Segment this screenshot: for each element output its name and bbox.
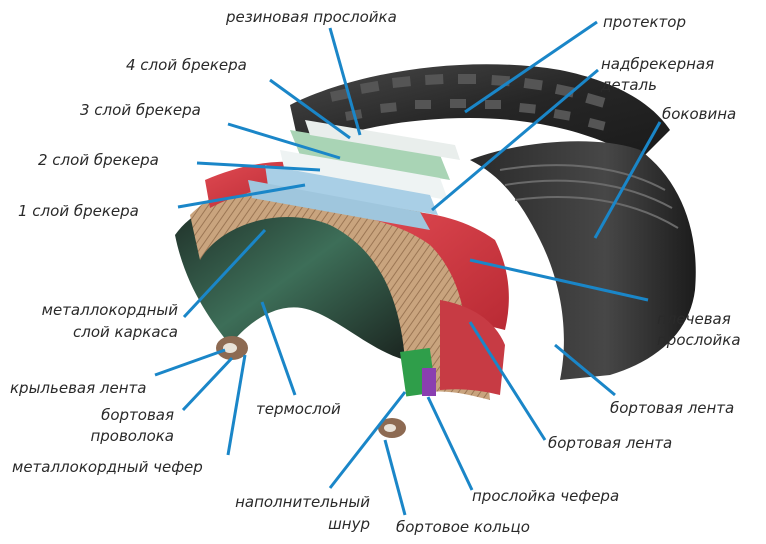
label-breaker-1: 1 слой брекера	[18, 201, 139, 221]
label-metal-cord-2: слой каркаса	[10, 322, 178, 342]
label-bead-wire-1: бортовая	[10, 405, 174, 425]
bead-ring-right-core	[384, 424, 396, 432]
label-breaker-3: 3 слой брекера	[80, 100, 201, 120]
label-wing-tape: крыльевая лента	[10, 378, 146, 398]
label-metal-chafer: металлокордный чефер	[12, 457, 203, 477]
leader-metal-chafer	[228, 355, 245, 455]
label-filler-cord-1: наполнительный	[200, 492, 370, 512]
leader-thermal-layer	[262, 302, 295, 395]
chafer-interlayer	[422, 368, 436, 396]
label-breaker-4: 4 слой брекера	[126, 55, 247, 75]
label-chafer-interlayer: прослойка чефера	[472, 486, 619, 506]
label-rubber-interlayer: резиновая прослойка	[226, 7, 397, 27]
label-shoulder-1: плечевая	[657, 309, 731, 329]
label-bead-tape-inner: бортовая лента	[548, 433, 672, 453]
label-above-breaker-1: надбрекерная	[601, 54, 714, 74]
label-above-breaker-2: деталь	[601, 75, 657, 95]
label-bead-tape-outer: бортовая лента	[610, 398, 734, 418]
label-filler-cord-2: шнур	[200, 514, 370, 534]
leader-wing-tape	[155, 350, 225, 375]
label-breaker-2: 2 слой брекера	[38, 150, 159, 170]
label-protector: протектор	[603, 12, 686, 32]
label-metal-cord-1: металлокордный	[10, 300, 178, 320]
label-bead-wire-2: проволока	[10, 426, 174, 446]
leader-bead-ring	[385, 440, 405, 515]
label-bead-ring: бортовое кольцо	[396, 517, 530, 537]
label-sidewall: боковина	[662, 104, 736, 124]
label-shoulder-2: прослойка	[657, 330, 741, 350]
leader-bead-wire	[183, 358, 232, 410]
label-thermal-layer: термослой	[256, 399, 341, 419]
leader-chafer-interlayer	[428, 397, 472, 490]
